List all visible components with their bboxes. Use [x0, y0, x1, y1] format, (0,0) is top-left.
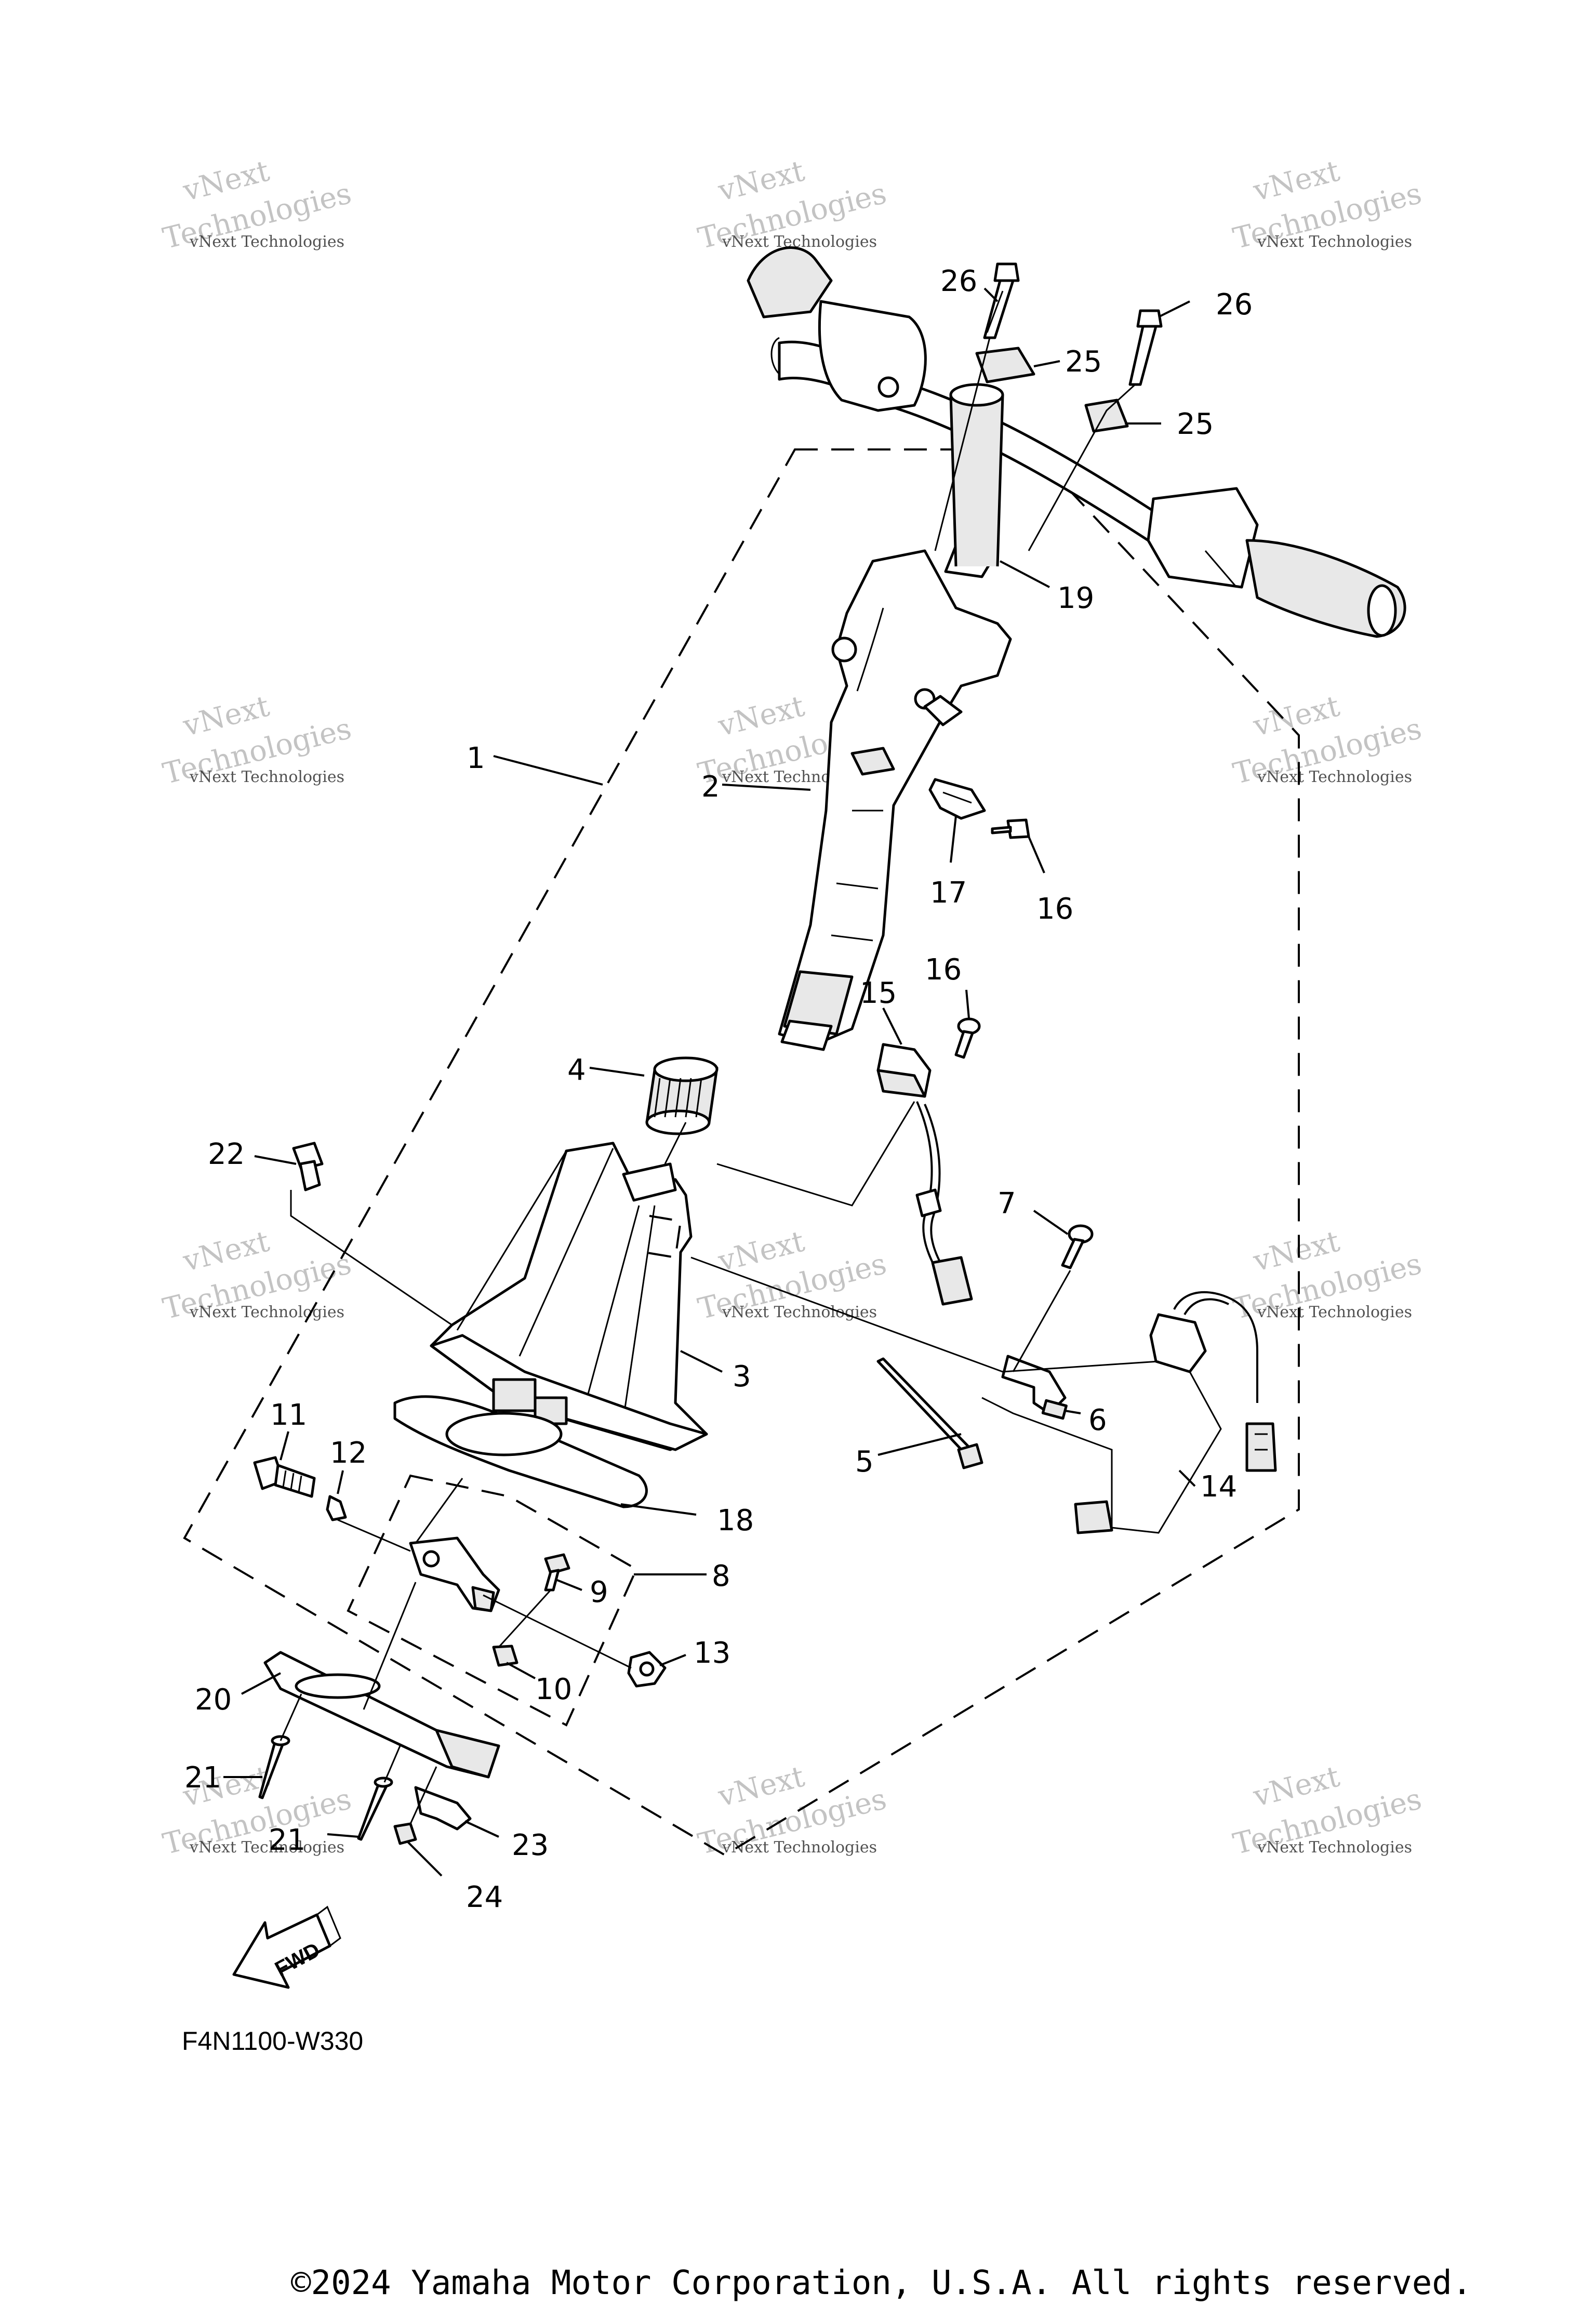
callout-11: 11 — [270, 1398, 307, 1432]
sensor-15 — [876, 1043, 973, 1306]
svg-text:vNext Technologies: vNext Technologies — [189, 768, 344, 786]
callout-22: 22 — [208, 1137, 245, 1171]
callout-16-lower: 16 — [925, 953, 962, 987]
clamp-bolt-left — [983, 262, 1020, 339]
bolt-11 — [253, 1456, 316, 1498]
callout-25-lower: 25 — [1177, 407, 1214, 441]
watermarks: vNext Technologies vNext Technologies vN… — [159, 154, 1425, 1861]
clip-12 — [326, 1495, 347, 1521]
callout-15: 15 — [860, 976, 897, 1010]
callout-25-upper: 25 — [1065, 345, 1102, 379]
svg-text:vNext Technologies: vNext Technologies — [722, 1303, 877, 1321]
callout-16-upper: 16 — [1036, 892, 1073, 926]
rivet-21-upper — [258, 1735, 290, 1799]
svg-text:vNext Technologies: vNext Technologies — [1257, 233, 1412, 251]
svg-text:vNext Technologies: vNext Technologies — [1257, 768, 1412, 786]
callouts: 1 2 3 4 5 6 7 8 9 10 11 12 13 14 15 16 1… — [184, 264, 1253, 1914]
svg-text:vNext Technologies: vNext Technologies — [722, 1838, 877, 1857]
callout-12: 12 — [330, 1436, 367, 1470]
steering-column — [778, 549, 1012, 1051]
callout-17: 17 — [930, 876, 967, 910]
callout-4: 4 — [567, 1053, 586, 1087]
bushing-4 — [645, 1056, 719, 1135]
clamp-cap-left — [975, 347, 1035, 383]
callout-9: 9 — [590, 1575, 608, 1609]
clip-23 — [414, 1786, 472, 1831]
callout-26-right: 26 — [1216, 288, 1253, 322]
bolt-16-upper — [991, 818, 1030, 839]
plate-20 — [263, 1651, 500, 1779]
callout-2: 2 — [701, 770, 720, 804]
bolt-22 — [292, 1142, 324, 1191]
callout-14: 14 — [1200, 1470, 1237, 1504]
callout-3: 3 — [733, 1360, 751, 1394]
callout-7: 7 — [998, 1187, 1016, 1221]
callout-1: 1 — [467, 741, 485, 775]
callout-23: 23 — [512, 1828, 549, 1862]
callout-24: 24 — [466, 1880, 503, 1914]
callout-5: 5 — [855, 1445, 874, 1479]
clamp-cap-right — [1084, 399, 1129, 433]
callout-6: 6 — [1088, 1403, 1107, 1437]
bolt-7 — [1061, 1224, 1094, 1269]
callout-21-upper: 21 — [184, 1761, 221, 1795]
diagram-code: F4N1100-W330 — [182, 2026, 363, 2056]
svg-text:vNext Technologies: vNext Technologies — [189, 1303, 344, 1321]
callout-26-left: 26 — [940, 264, 977, 298]
screw-24 — [393, 1822, 417, 1845]
bracket-6 — [1001, 1355, 1068, 1420]
harness-14 — [1074, 1291, 1277, 1534]
bolt-16-lower — [954, 1017, 981, 1059]
callout-10: 10 — [535, 1673, 572, 1706]
svg-text:vNext Technologies: vNext Technologies — [1257, 1838, 1412, 1857]
callout-21-lower: 21 — [269, 1823, 305, 1857]
handlebar — [747, 246, 1406, 638]
callout-18: 18 — [717, 1504, 754, 1538]
callout-8: 8 — [712, 1559, 730, 1593]
fwd-arrow: FWD — [232, 1905, 341, 1989]
svg-text:vNext Technologies: vNext Technologies — [189, 233, 344, 251]
callout-13: 13 — [694, 1636, 730, 1670]
leader-lines — [223, 287, 1222, 1877]
rivet-21-lower — [357, 1777, 393, 1841]
callout-19: 19 — [1057, 581, 1094, 615]
callout-20: 20 — [195, 1683, 232, 1717]
collar-19 — [944, 383, 1004, 578]
assembly-outline — [183, 448, 1300, 1857]
bracket-assembly-8 — [347, 1474, 667, 1727]
cable-tie-5 — [876, 1357, 983, 1469]
bracket-17 — [928, 778, 986, 820]
clamp-bolt-right — [1128, 309, 1163, 386]
copyright-text: ©2024 Yamaha Motor Corporation, U.S.A. A… — [291, 2264, 1472, 2302]
gasket-18 — [393, 1395, 648, 1508]
svg-text:vNext Technologies: vNext Technologies — [1257, 1303, 1412, 1321]
svg-text:vNext Technologies: vNext Technologies — [189, 1838, 344, 1857]
